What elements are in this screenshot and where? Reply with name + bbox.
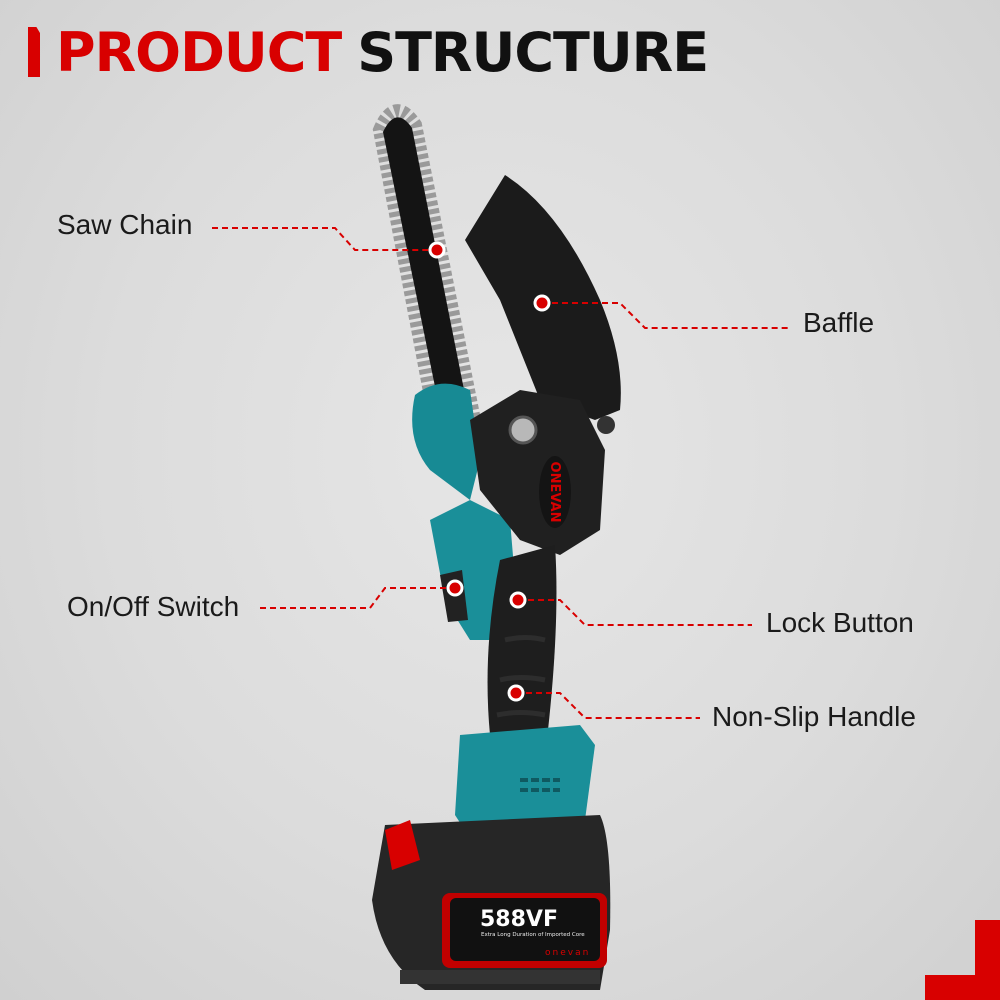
handle-grip-ridges (496, 635, 546, 718)
bar-nut (508, 415, 538, 445)
callout-non-slip-handle: Non-Slip Handle (712, 701, 916, 732)
callout-dots (428, 241, 551, 702)
corner-accent (925, 920, 1000, 1000)
brand-plate (539, 456, 571, 528)
callout-on-off-switch: On/Off Switch (67, 591, 240, 622)
baffle-screw (597, 416, 615, 434)
callout-lines (212, 227, 790, 719)
battery-pack: 588VF Extra Long Duration of Imported Co… (372, 815, 611, 990)
title-accent-bar (28, 27, 40, 77)
callout-saw-chain: Saw Chain (57, 209, 193, 240)
motor-head (470, 390, 605, 555)
battery-subtext: Extra Long Duration of Imported Core (481, 932, 585, 938)
callout-baffle: Baffle (803, 307, 875, 338)
title-part-2: STRUCTURE (357, 20, 709, 84)
battery-voltage: 588VF (480, 907, 558, 932)
callout-lock-button: Lock Button (766, 607, 914, 638)
saw-chain (372, 104, 488, 481)
mount-vents (520, 778, 560, 792)
title-part-1: PRODUCT (56, 20, 342, 84)
battery-brand: onevan (545, 948, 590, 958)
page-title: PRODUCT STRUCTURE (28, 20, 709, 84)
brand-logo: ONEVAN (547, 462, 562, 523)
battery-release-latch (385, 820, 420, 870)
